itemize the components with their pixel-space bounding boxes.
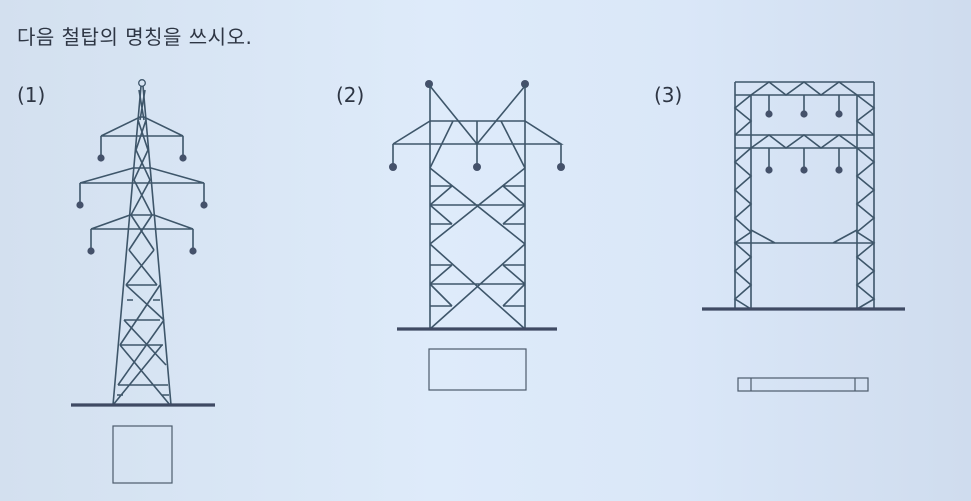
answer-box-2[interactable] (428, 348, 527, 391)
figure-label-1: (1) (17, 83, 46, 107)
question-title: 다음 철탑의 명칭을 쓰시오. (17, 25, 253, 49)
figure-label-2: (2) (336, 83, 365, 107)
tower-2-diagram (389, 80, 565, 391)
tower-3-diagram (702, 81, 905, 392)
tower-1-diagram (71, 79, 215, 484)
answer-box-3[interactable] (737, 377, 869, 392)
answer-box-1[interactable] (112, 425, 173, 484)
figure-label-3: (3) (654, 83, 683, 107)
